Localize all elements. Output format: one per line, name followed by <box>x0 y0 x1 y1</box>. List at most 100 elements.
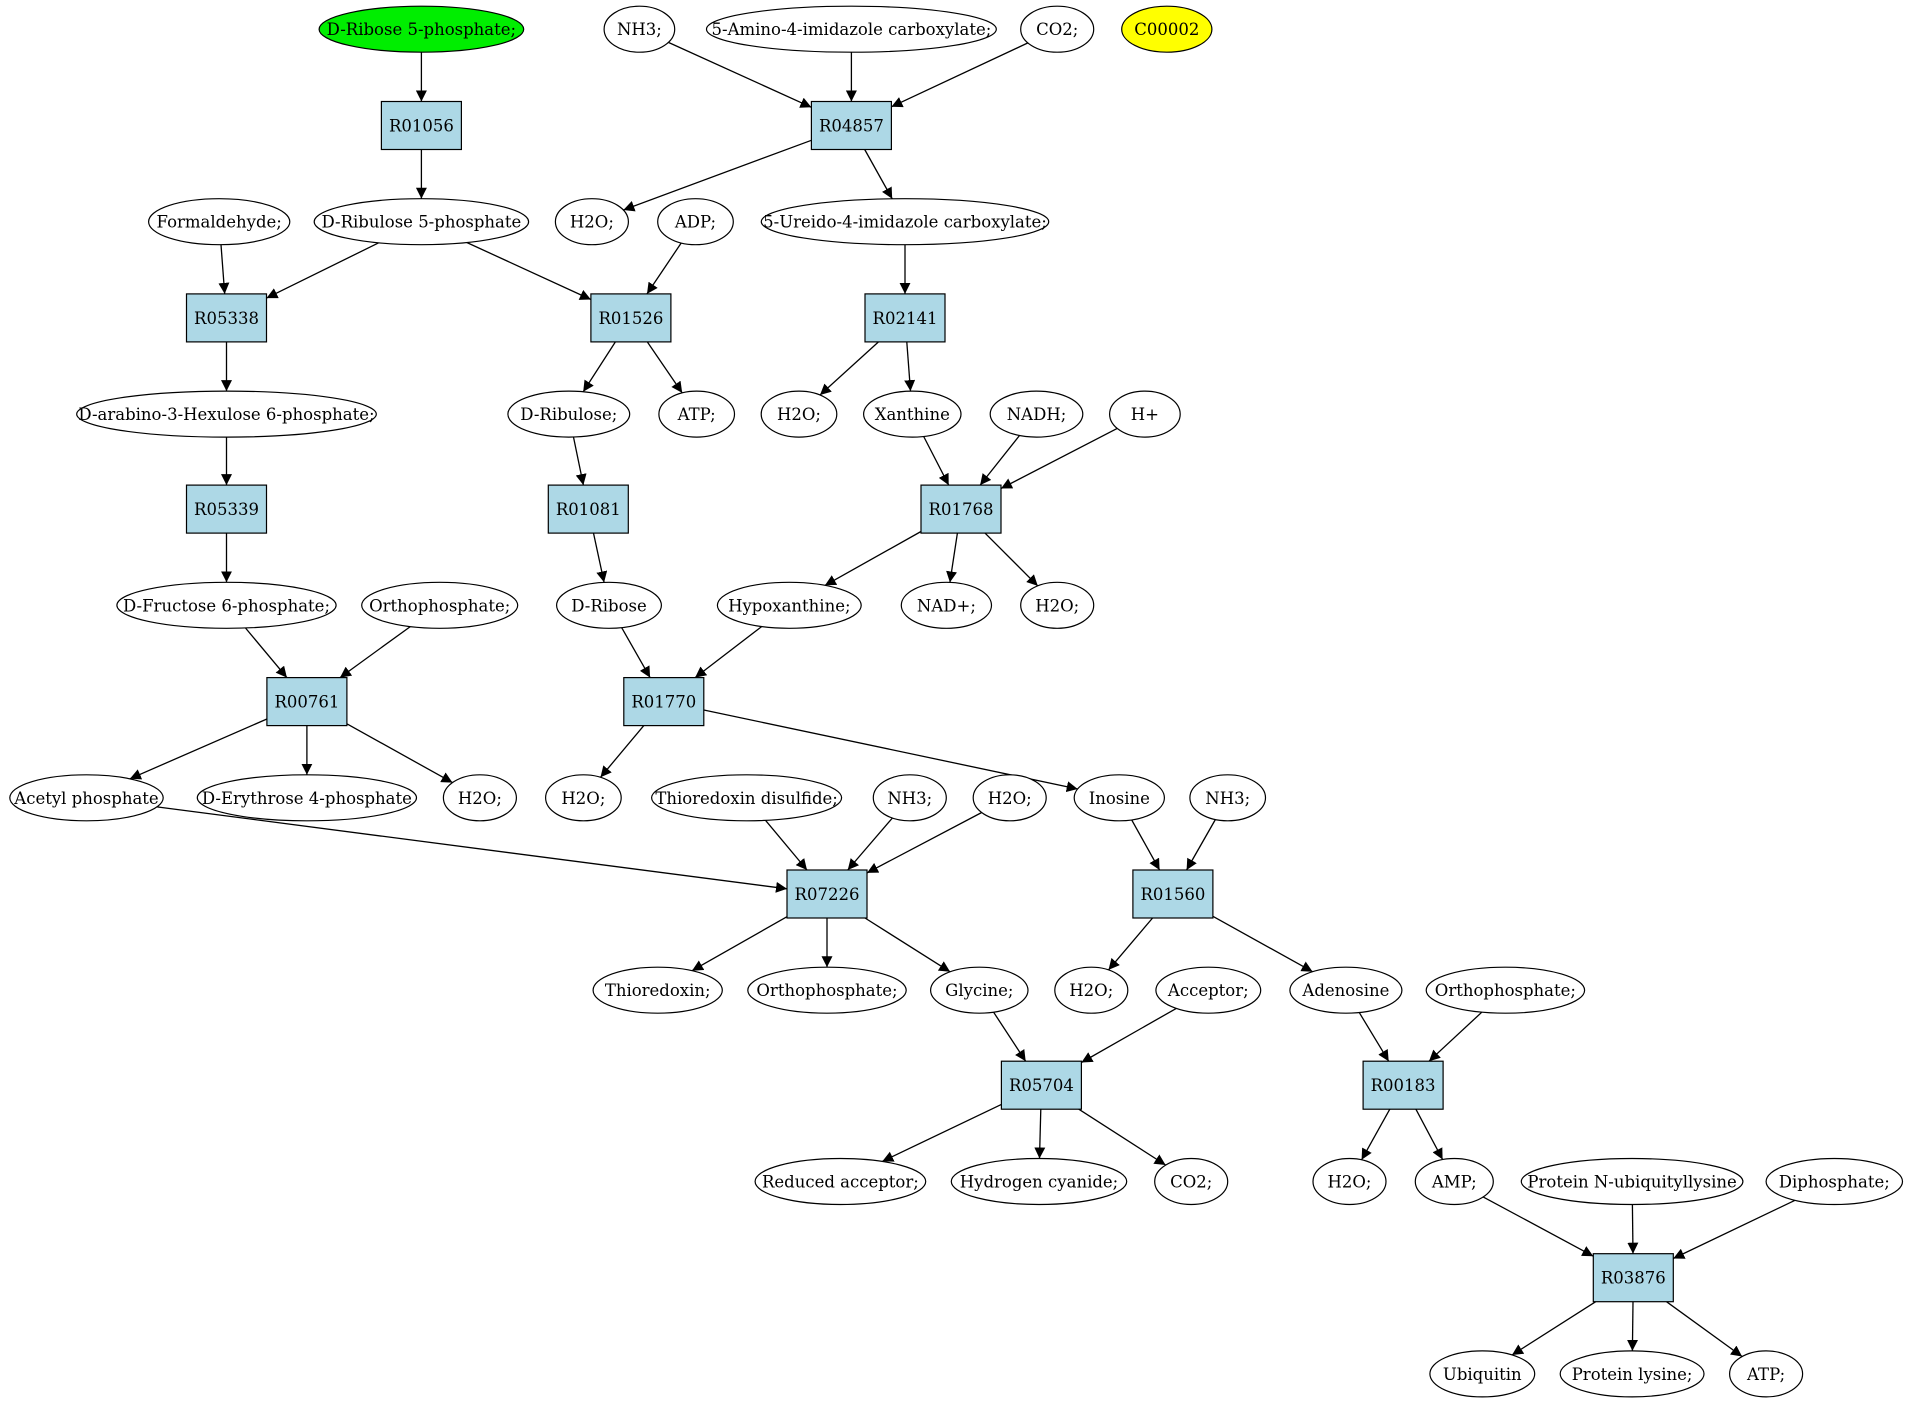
edge-r05704-to-redacc <box>882 1103 1002 1162</box>
compound-ellipse <box>592 966 723 1014</box>
node-label: R05339 <box>194 500 259 519</box>
compound-ellipse <box>1414 1157 1494 1206</box>
compound-ellipse <box>1728 1350 1804 1398</box>
node-label: Protein N-ubiquityllysine <box>1527 1173 1736 1192</box>
reaction-box <box>810 100 893 151</box>
edge-layer <box>129 41 1796 1358</box>
reaction-node-r01526: R01526 <box>590 293 672 343</box>
compound-node-atp-a: ATP; <box>658 390 736 438</box>
edge-h2o_f-to-r07226 <box>866 811 983 874</box>
edge-r01768-to-nadplus <box>946 533 959 583</box>
reaction-box <box>1132 869 1214 919</box>
reaction-node-r01056: R01056 <box>380 100 462 151</box>
node-label: NAD+; <box>917 596 976 615</box>
compound-node-hypoxanthine: Hypoxanthine; <box>716 581 862 629</box>
compound-ellipse <box>1020 581 1095 629</box>
compound-ellipse <box>555 581 662 629</box>
edge-adp-to-r01526 <box>646 242 682 295</box>
reaction-node-r05704: R05704 <box>1000 1060 1083 1110</box>
reaction-node-r01081: R01081 <box>547 484 629 534</box>
edge-nh3_a-to-r04857 <box>668 41 812 108</box>
node-label: 5-Amino-4-imidazole carboxylate; <box>712 20 992 39</box>
edge-r02141-to-h2o_b <box>819 341 879 396</box>
node-layer: D-Ribose 5-phosphate;NH3;5-Amino-4-imida… <box>9 5 1904 1398</box>
compound-ellipse <box>603 5 676 53</box>
compound-node-acetylp: Acetyl phosphate <box>9 774 164 822</box>
compound-node-acceptor: Acceptor; <box>1155 966 1262 1014</box>
node-label: Reduced acceptor; <box>762 1173 919 1192</box>
compound-ellipse <box>657 198 734 246</box>
node-label: D-Fructose 6-phosphate; <box>123 596 330 615</box>
compound-node-ortho-a: Orthophosphate; <box>361 581 519 629</box>
compound-node-dribose: D-Ribose <box>555 581 662 629</box>
edge-pnubl-to-r03876 <box>1627 1204 1639 1254</box>
node-label: R01526 <box>598 309 663 328</box>
compound-node-nh3-a: NH3; <box>603 5 676 53</box>
node-label: Orthophosphate; <box>369 596 510 615</box>
edge-r00761-to-acetylp <box>129 718 268 780</box>
compound-ellipse <box>1429 1350 1536 1398</box>
compound-node-trxds: Thioredoxin disulfide; <box>650 774 843 822</box>
edge-r01081-to-dribose <box>592 532 608 583</box>
compound-ellipse <box>1121 5 1213 53</box>
edge-r02141-to-xanthine <box>904 341 916 392</box>
reaction-box <box>1592 1253 1674 1303</box>
edge-r01768-to-h2o_c <box>984 532 1039 587</box>
compound-node-dribulose: D-Ribulose; <box>507 390 631 438</box>
compound-ellipse <box>862 390 962 438</box>
compound-ellipse <box>196 774 418 822</box>
node-label: R07226 <box>795 885 860 904</box>
compound-node-df6p: D-Fructose 6-phosphate; <box>116 581 337 629</box>
compound-ellipse <box>148 198 291 246</box>
reaction-node-r00761: R00761 <box>266 676 348 727</box>
edge-r03876-to-ubiquitin <box>1511 1301 1597 1356</box>
node-label: Ubiquitin <box>1443 1365 1522 1384</box>
reaction-box <box>920 484 1002 534</box>
edge-dru5p-to-r05338 <box>266 242 379 299</box>
edge-glycine-to-r05704 <box>993 1011 1027 1062</box>
edge-co2_a-to-r04857 <box>891 42 1029 108</box>
compound-node-uica: 5-Ureido-4-imidazole carboxylate; <box>760 198 1050 246</box>
node-label: H2O; <box>1328 1173 1372 1192</box>
edge-acetylp-to-r07226 <box>156 806 788 893</box>
compound-ellipse <box>116 581 337 629</box>
compound-node-pnubl: Protein N-ubiquityllysine <box>1520 1157 1744 1206</box>
compound-ellipse <box>1520 1157 1744 1206</box>
compound-ellipse <box>1312 1157 1387 1206</box>
compound-ellipse <box>313 198 530 246</box>
compound-ellipse <box>442 774 517 822</box>
edge-r04857-to-uica <box>864 149 893 200</box>
compound-ellipse <box>554 198 630 246</box>
node-label: R01081 <box>556 500 621 519</box>
node-label: D-Ribose <box>571 596 647 615</box>
node-label: R01770 <box>631 693 696 712</box>
node-label: NH3; <box>887 789 932 808</box>
node-label: D-Ribulose 5-phosphate <box>322 213 522 232</box>
reaction-box <box>590 293 672 343</box>
edge-r04857-to-h2o_a <box>623 139 812 212</box>
compound-node-diphosphate: Diphosphate; <box>1765 1157 1904 1206</box>
edge-df6p-to-r00761 <box>245 627 288 679</box>
node-label: Formaldehyde; <box>157 213 282 232</box>
edge-dribose-to-r01770 <box>621 627 651 678</box>
compound-ellipse <box>1020 5 1095 53</box>
compound-ellipse <box>545 774 622 822</box>
compound-node-de4p: D-Erythrose 4-phosphate <box>196 774 418 822</box>
node-label: AMP; <box>1431 1173 1477 1192</box>
compound-ellipse <box>760 390 838 438</box>
compound-ellipse <box>872 774 947 822</box>
reaction-box <box>864 293 946 343</box>
compound-node-ortho-b: Orthophosphate; <box>747 966 907 1014</box>
edge-acceptor-to-r05704 <box>1081 1007 1177 1064</box>
node-label: R05338 <box>194 309 259 328</box>
reaction-box <box>1000 1060 1083 1110</box>
reaction-node-r05339: R05339 <box>185 484 268 534</box>
node-label: 5-Ureido-4-imidazole carboxylate; <box>763 213 1047 232</box>
compound-node-redacc: Reduced acceptor; <box>754 1157 927 1206</box>
edge-nh3_c-to-r01560 <box>1186 819 1216 871</box>
node-label: R04857 <box>819 117 884 136</box>
compound-ellipse <box>950 1157 1128 1206</box>
compound-node-h2o-d: H2O; <box>442 774 517 822</box>
node-label: Orthophosphate; <box>756 981 897 1000</box>
reaction-box <box>185 293 268 343</box>
